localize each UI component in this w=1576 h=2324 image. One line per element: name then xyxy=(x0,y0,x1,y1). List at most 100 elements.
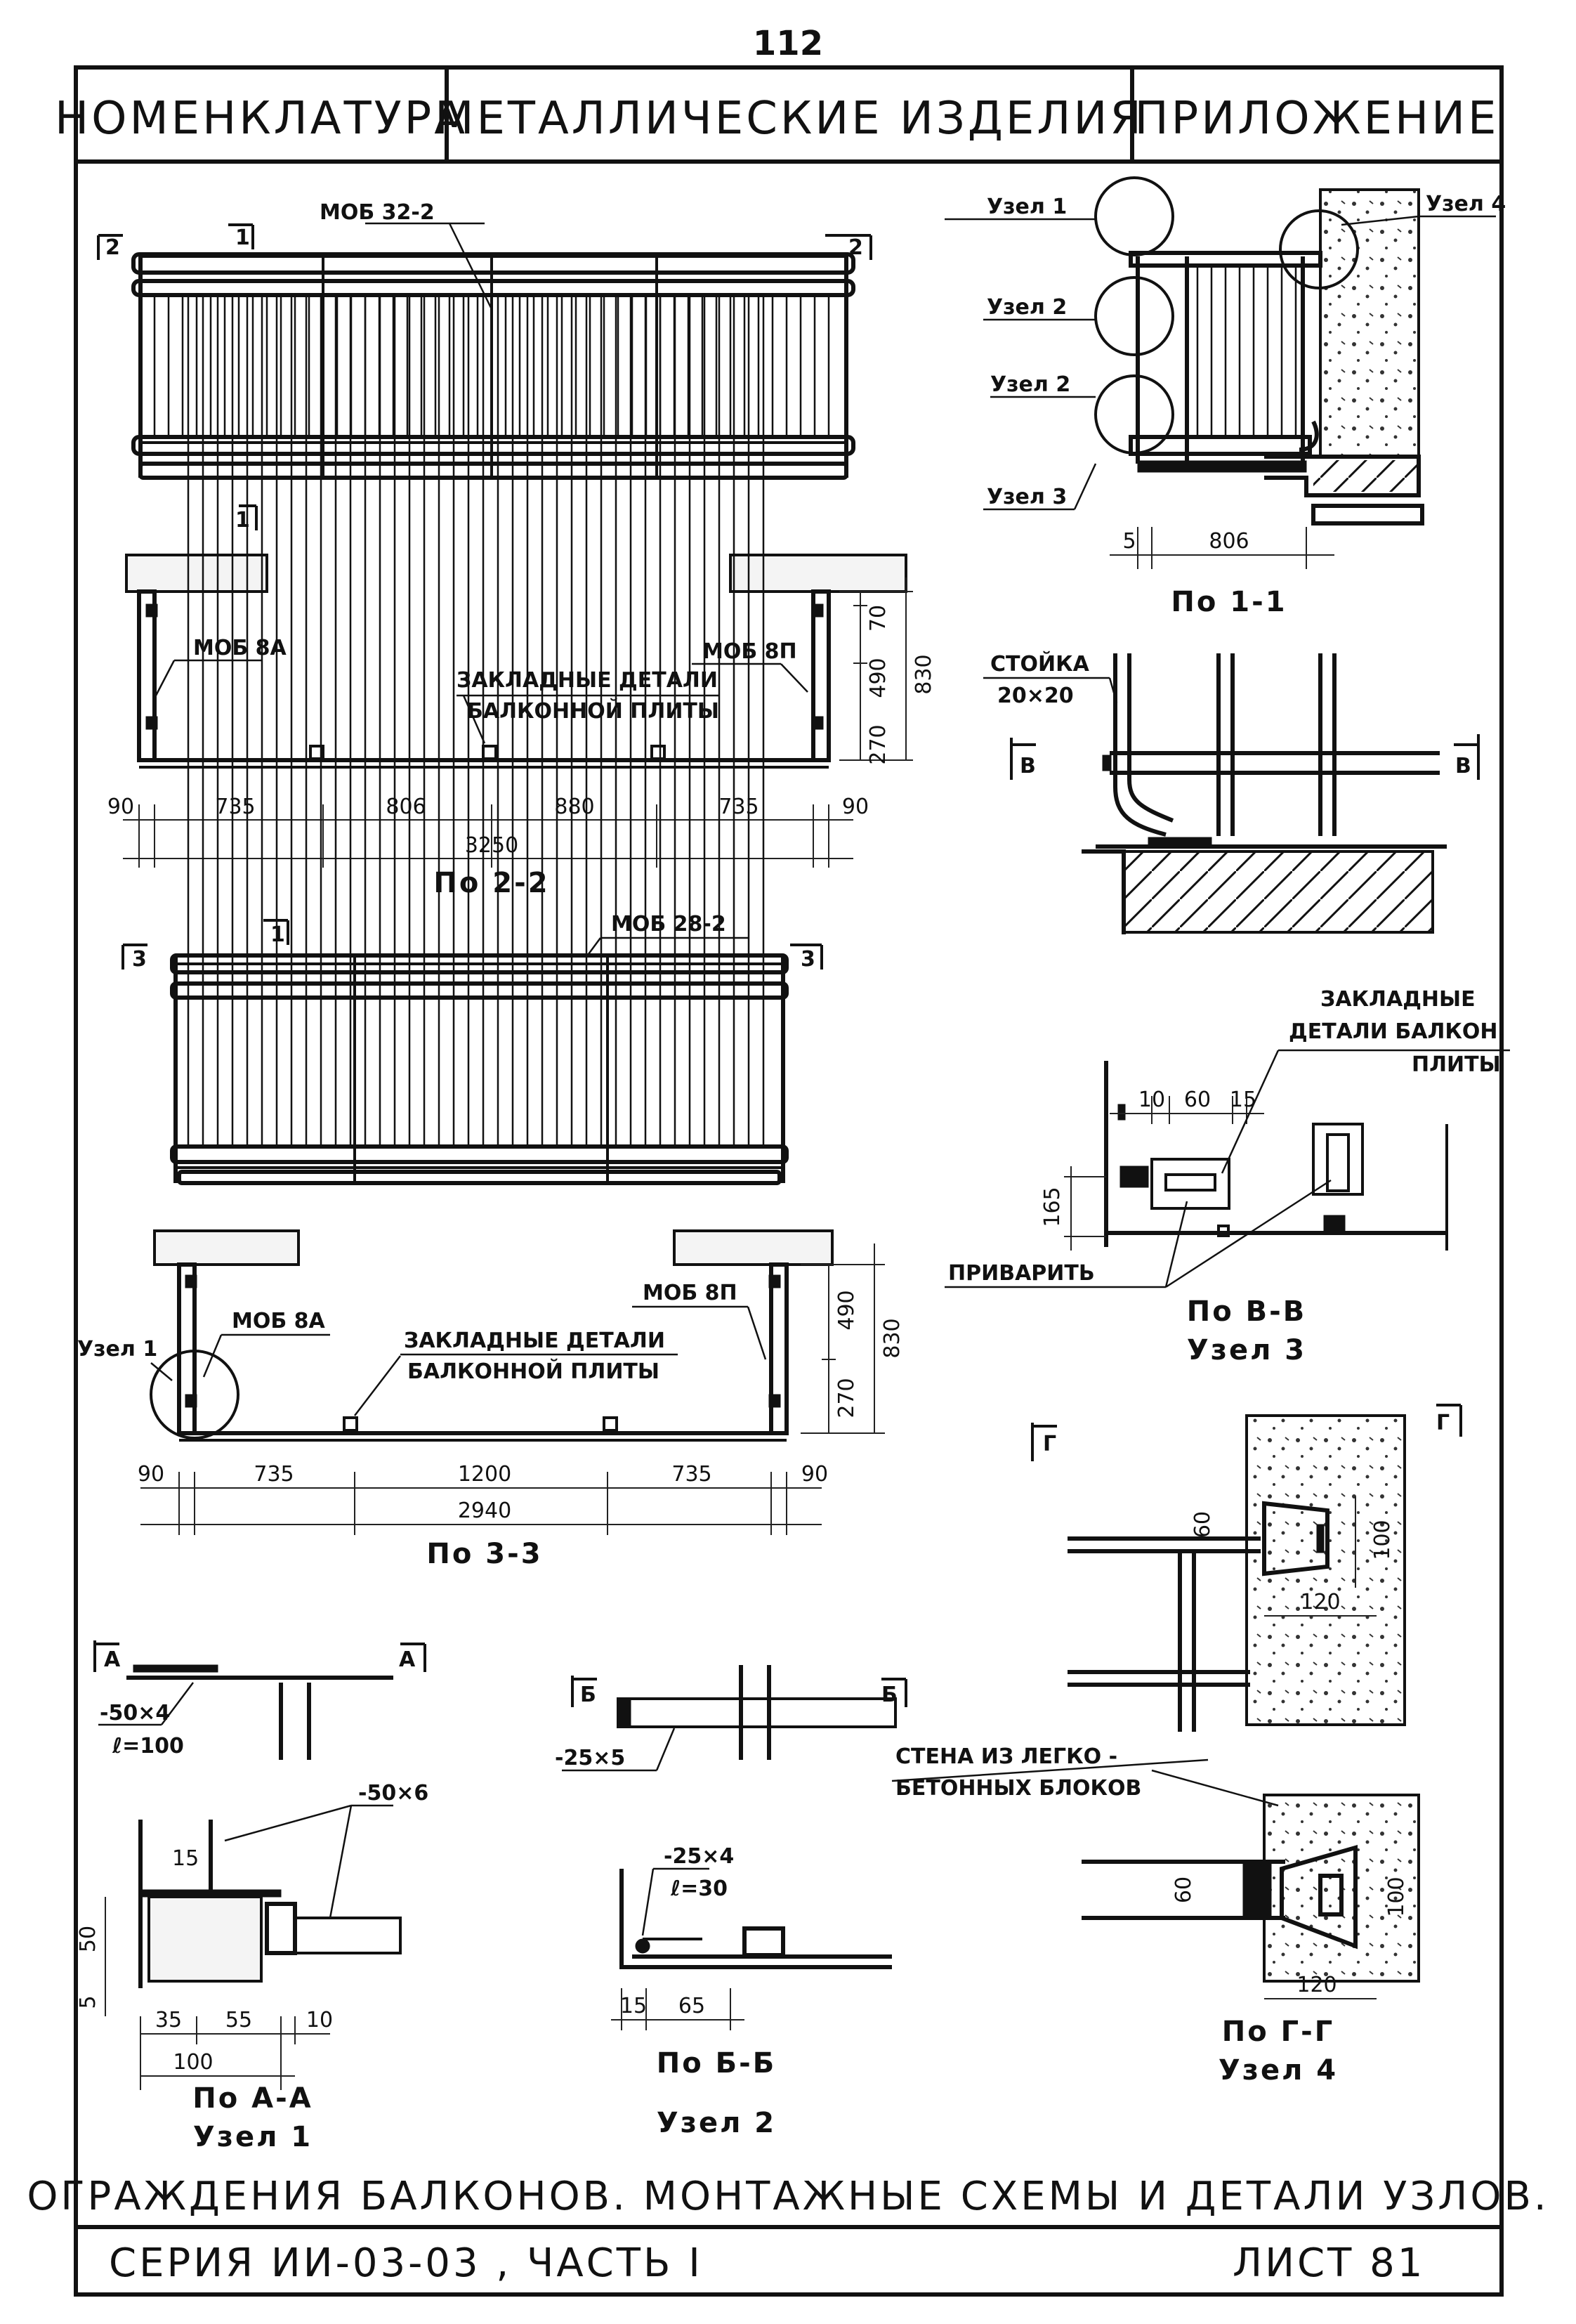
n3-embedded-2: ДЕТАЛИ БАЛКОН. xyxy=(1289,1019,1506,1044)
dim-right-270: 270 xyxy=(866,724,891,764)
dim-total-2940: 2940 xyxy=(458,1499,511,1523)
plan-caption-3-3: По 3-3 xyxy=(426,1538,542,1570)
dim-1200: 1200 xyxy=(458,1462,511,1487)
n4-dim-100: 100 xyxy=(1370,1520,1395,1560)
plan-3-3: Узел 1 МОБ 8А МОБ 8П ЗАКЛАДНЫЕ ДЕТАЛИ БА… xyxy=(77,1229,905,1570)
header-title: МЕТАЛЛИЧЕСКИЕ ИЗДЕЛИЯ xyxy=(435,93,1144,145)
dim-right-270b: 270 xyxy=(834,1378,859,1418)
n2-sec-right: Б xyxy=(881,1683,898,1707)
n2-dim-15: 15 xyxy=(620,1994,647,2018)
s11-node-4: Узел 4 xyxy=(1426,192,1506,216)
n4-dim-120b: 120 xyxy=(1296,1973,1337,1997)
n1-dim-10: 10 xyxy=(306,2008,333,2032)
wall-label-2: БЕТОННЫХ БЛОКОВ xyxy=(895,1776,1141,1801)
sec-b-right: В xyxy=(1455,754,1471,778)
n2-sec-left: Б xyxy=(580,1683,596,1707)
s11-caption: По 1-1 xyxy=(1171,586,1287,618)
piece-left: МОБ 8А xyxy=(193,636,287,660)
dim-735-right: 735 xyxy=(718,795,759,819)
n3-embedded-3: ПЛИТЫ xyxy=(1412,1052,1501,1077)
plan-caption-2-2: По 2-2 xyxy=(433,867,549,899)
section-mark-left-2: 3 xyxy=(132,947,147,972)
post-label-1: СТОЙКА xyxy=(990,651,1090,677)
n2-caption-2: Узел 2 xyxy=(657,2107,776,2139)
n2-dim-65: 65 xyxy=(678,1994,705,2018)
section-mark-right: 2 xyxy=(848,235,863,260)
s11-dim-806: 806 xyxy=(1209,529,1249,554)
n2-strip: -25×5 xyxy=(555,1746,625,1770)
n1-sec-left: А xyxy=(104,1647,121,1672)
node-1-detail: А А -50×4 ℓ=100 -50×6 15 50 5 35 55 10 1… xyxy=(76,1640,428,2153)
n3-caption-1: По В-В xyxy=(1187,1295,1306,1328)
section-post-detail: СТОЙКА 20×20 В В xyxy=(983,651,1480,934)
embedded-label-1b: ЗАКЛАДНЫЕ ДЕТАЛИ xyxy=(404,1329,665,1353)
dim-90-right: 90 xyxy=(842,795,869,819)
n2-plate-1: -25×4 xyxy=(664,1844,734,1869)
dim-right-490: 490 xyxy=(866,658,891,698)
n4-caption-2: Узел 4 xyxy=(1219,2054,1338,2087)
n4-dim-100b: 100 xyxy=(1384,1876,1409,1917)
s11-node-1: Узел 1 xyxy=(987,195,1067,219)
n4-dim-60b: 60 xyxy=(1171,1876,1196,1903)
n1-caption-2: Узел 1 xyxy=(193,2121,313,2153)
n1-strip-1: -50×4 xyxy=(100,1701,170,1725)
dim-735-left-b: 735 xyxy=(254,1462,294,1487)
n1-dim-55: 55 xyxy=(225,2008,252,2032)
node-3-detail: 10 60 15 165 ЗАКЛАДНЫЕ ДЕТАЛИ БАЛКОН. ПЛ… xyxy=(945,987,1510,1366)
section-mark-right-2: 3 xyxy=(801,947,815,972)
s11-dim-5: 5 xyxy=(1122,529,1136,554)
section-1-1: Узел 1 Узел 2 Узел 2 Узел 3 Узел 4 5 806… xyxy=(945,176,1506,618)
dim-90-right-b: 90 xyxy=(801,1462,828,1487)
n4-sec-left: Г xyxy=(1043,1432,1056,1456)
s11-node-2b: Узел 2 xyxy=(990,372,1070,397)
n1-sec-right: А xyxy=(399,1647,416,1672)
piece-right-2: МОБ 8П xyxy=(643,1281,737,1305)
dim-right-490b: 490 xyxy=(834,1290,859,1330)
dim-90-left-b: 90 xyxy=(138,1462,164,1487)
dim-880: 880 xyxy=(554,795,594,819)
node-4-detail: Г Г 60 100 120 СТЕНА ИЗ ЛЕГКО - БЕТОННЫХ… xyxy=(891,1404,1462,2087)
n3-embedded-1: ЗАКЛАДНЫЕ xyxy=(1320,987,1476,1012)
plan-section-mark: 1 xyxy=(235,508,250,533)
n2-caption-1: По Б-Б xyxy=(657,2047,776,2080)
n3-dim-10: 10 xyxy=(1138,1088,1165,1112)
weld-label: ПРИВАРИТЬ xyxy=(948,1261,1095,1286)
embedded-label-2b: БАЛКОННОЙ ПЛИТЫ xyxy=(407,1359,659,1384)
dim-right-total-2: 830 xyxy=(880,1318,905,1358)
section-mark-left: 2 xyxy=(105,235,120,260)
dim-90-left: 90 xyxy=(107,795,134,819)
node-2-detail: Б Б -25×5 -25×4 ℓ=30 15 65 По Б-Б Узел 2 xyxy=(555,1665,907,2139)
mark-label-2: МОБ 28-2 xyxy=(611,912,726,936)
header-nomenclature: НОМЕНКЛАТУРА xyxy=(55,93,468,145)
dim-right-70: 70 xyxy=(866,605,891,632)
page-number: 112 xyxy=(753,24,823,63)
n4-sec-right: Г xyxy=(1436,1411,1450,1435)
n1-dim-35: 35 xyxy=(155,2008,182,2032)
dim-735-right-b: 735 xyxy=(671,1462,711,1487)
n4-dim-60: 60 xyxy=(1190,1511,1215,1538)
mark-label: МОБ 32-2 xyxy=(320,200,435,225)
plan-2-2: 1 МОБ 8А МОБ 8П ЗАКЛАДНЫЕ ДЕТАЛИ БАЛКОНН… xyxy=(107,504,936,899)
footer-series: СЕРИЯ ИИ-03-03 , ЧАСТЬ I xyxy=(109,2240,703,2286)
n4-caption-1: По Г-Г xyxy=(1222,2016,1334,2048)
footer-caption: ОГРАЖДЕНИЯ БАЛКОНОВ. МОНТАЖНЫЕ СХЕМЫ И Д… xyxy=(27,2174,1549,2219)
elevation-mob-32-2: МОБ 32-2 2 1 2 xyxy=(97,200,872,480)
n3-caption-2: Узел 3 xyxy=(1187,1334,1306,1366)
post-label-2: 20×20 xyxy=(997,684,1074,708)
wall-label-1: СТЕНА ИЗ ЛЕГКО - xyxy=(895,1744,1117,1769)
n3-dim-60: 60 xyxy=(1184,1088,1211,1112)
embedded-label-2: БАЛКОННОЙ ПЛИТЫ xyxy=(467,698,719,724)
n1-strip-2: ℓ=100 xyxy=(112,1734,184,1758)
footer-sheet-number: ЛИСТ 81 xyxy=(1233,2240,1425,2286)
dim-735-left: 735 xyxy=(215,795,255,819)
dim-total-3250: 3250 xyxy=(465,833,518,858)
header-appendix: ПРИЛОЖЕНИЕ xyxy=(1135,93,1499,145)
node-1-label: Узел 1 xyxy=(77,1337,157,1362)
elevation-mob-28-2: МОБ 28-2 3 1 3 xyxy=(122,295,823,1185)
sheet-frame xyxy=(74,65,1504,2297)
sec-b-left: В xyxy=(1020,754,1036,778)
dim-806: 806 xyxy=(386,795,426,819)
n1-caption-1: По А-А xyxy=(192,2082,313,2115)
s11-node-3: Узел 3 xyxy=(987,485,1067,509)
